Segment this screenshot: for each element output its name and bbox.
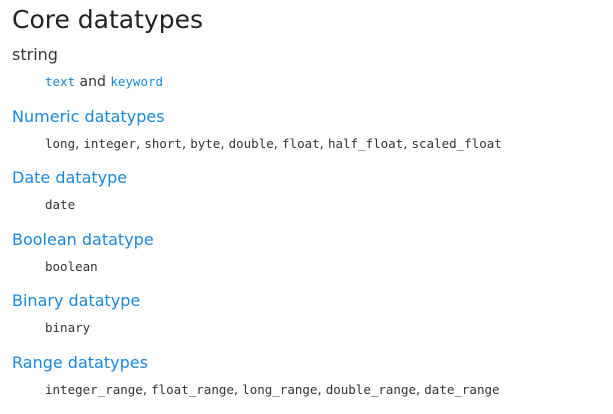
separator: , [233,383,243,398]
separator: , [403,137,412,152]
datatype-code: date_range [424,382,500,397]
conjunction-text: and [75,74,111,90]
definition-date: date [45,196,75,215]
datatype-code: double [228,136,274,151]
separator: , [75,137,84,152]
definition-range: integer_range, float_range, long_range, … [45,381,500,400]
separator: , [220,137,229,152]
datatype-code: scaled_float [411,136,502,151]
page-title: Core datatypes [12,5,203,34]
separator: , [142,383,152,398]
separator: , [416,383,425,398]
datatype-code: float [282,136,320,151]
definition-boolean: boolean [45,258,98,277]
datatype-code: date [45,197,76,212]
datatype-code: float_range [151,382,234,397]
separator: , [317,383,326,398]
datatype-code: short [144,136,182,151]
datatype-code: byte [190,136,221,151]
term-boolean-datatype-link[interactable]: Boolean datatype [12,230,154,249]
term-string: string [12,45,58,64]
datatype-code-link[interactable]: text [45,74,76,89]
datatype-code: half_float [327,136,404,151]
datatype-code: integer_range [45,382,143,397]
datatype-code: boolean [45,259,98,274]
datatype-code: long_range [242,382,318,397]
separator: , [181,137,191,152]
datatype-code: double_range [325,382,417,397]
term-range-datatypes-link[interactable]: Range datatypes [12,353,148,372]
term-date-datatype-link[interactable]: Date datatype [12,168,128,187]
separator: , [136,137,145,152]
term-numeric-datatypes-link[interactable]: Numeric datatypes [12,107,165,126]
datatype-code: long [45,136,76,151]
definition-binary: binary [45,319,90,338]
definition-numeric: long, integer, short, byte, double, floa… [45,135,502,154]
datatype-code: binary [45,320,91,335]
datatype-code: integer [83,136,137,151]
definition-string: text and keyword [45,73,163,92]
datatype-code-link[interactable]: keyword [110,74,164,89]
separator: , [273,137,283,152]
term-binary-datatype-link[interactable]: Binary datatype [12,291,141,310]
separator: , [319,137,328,152]
